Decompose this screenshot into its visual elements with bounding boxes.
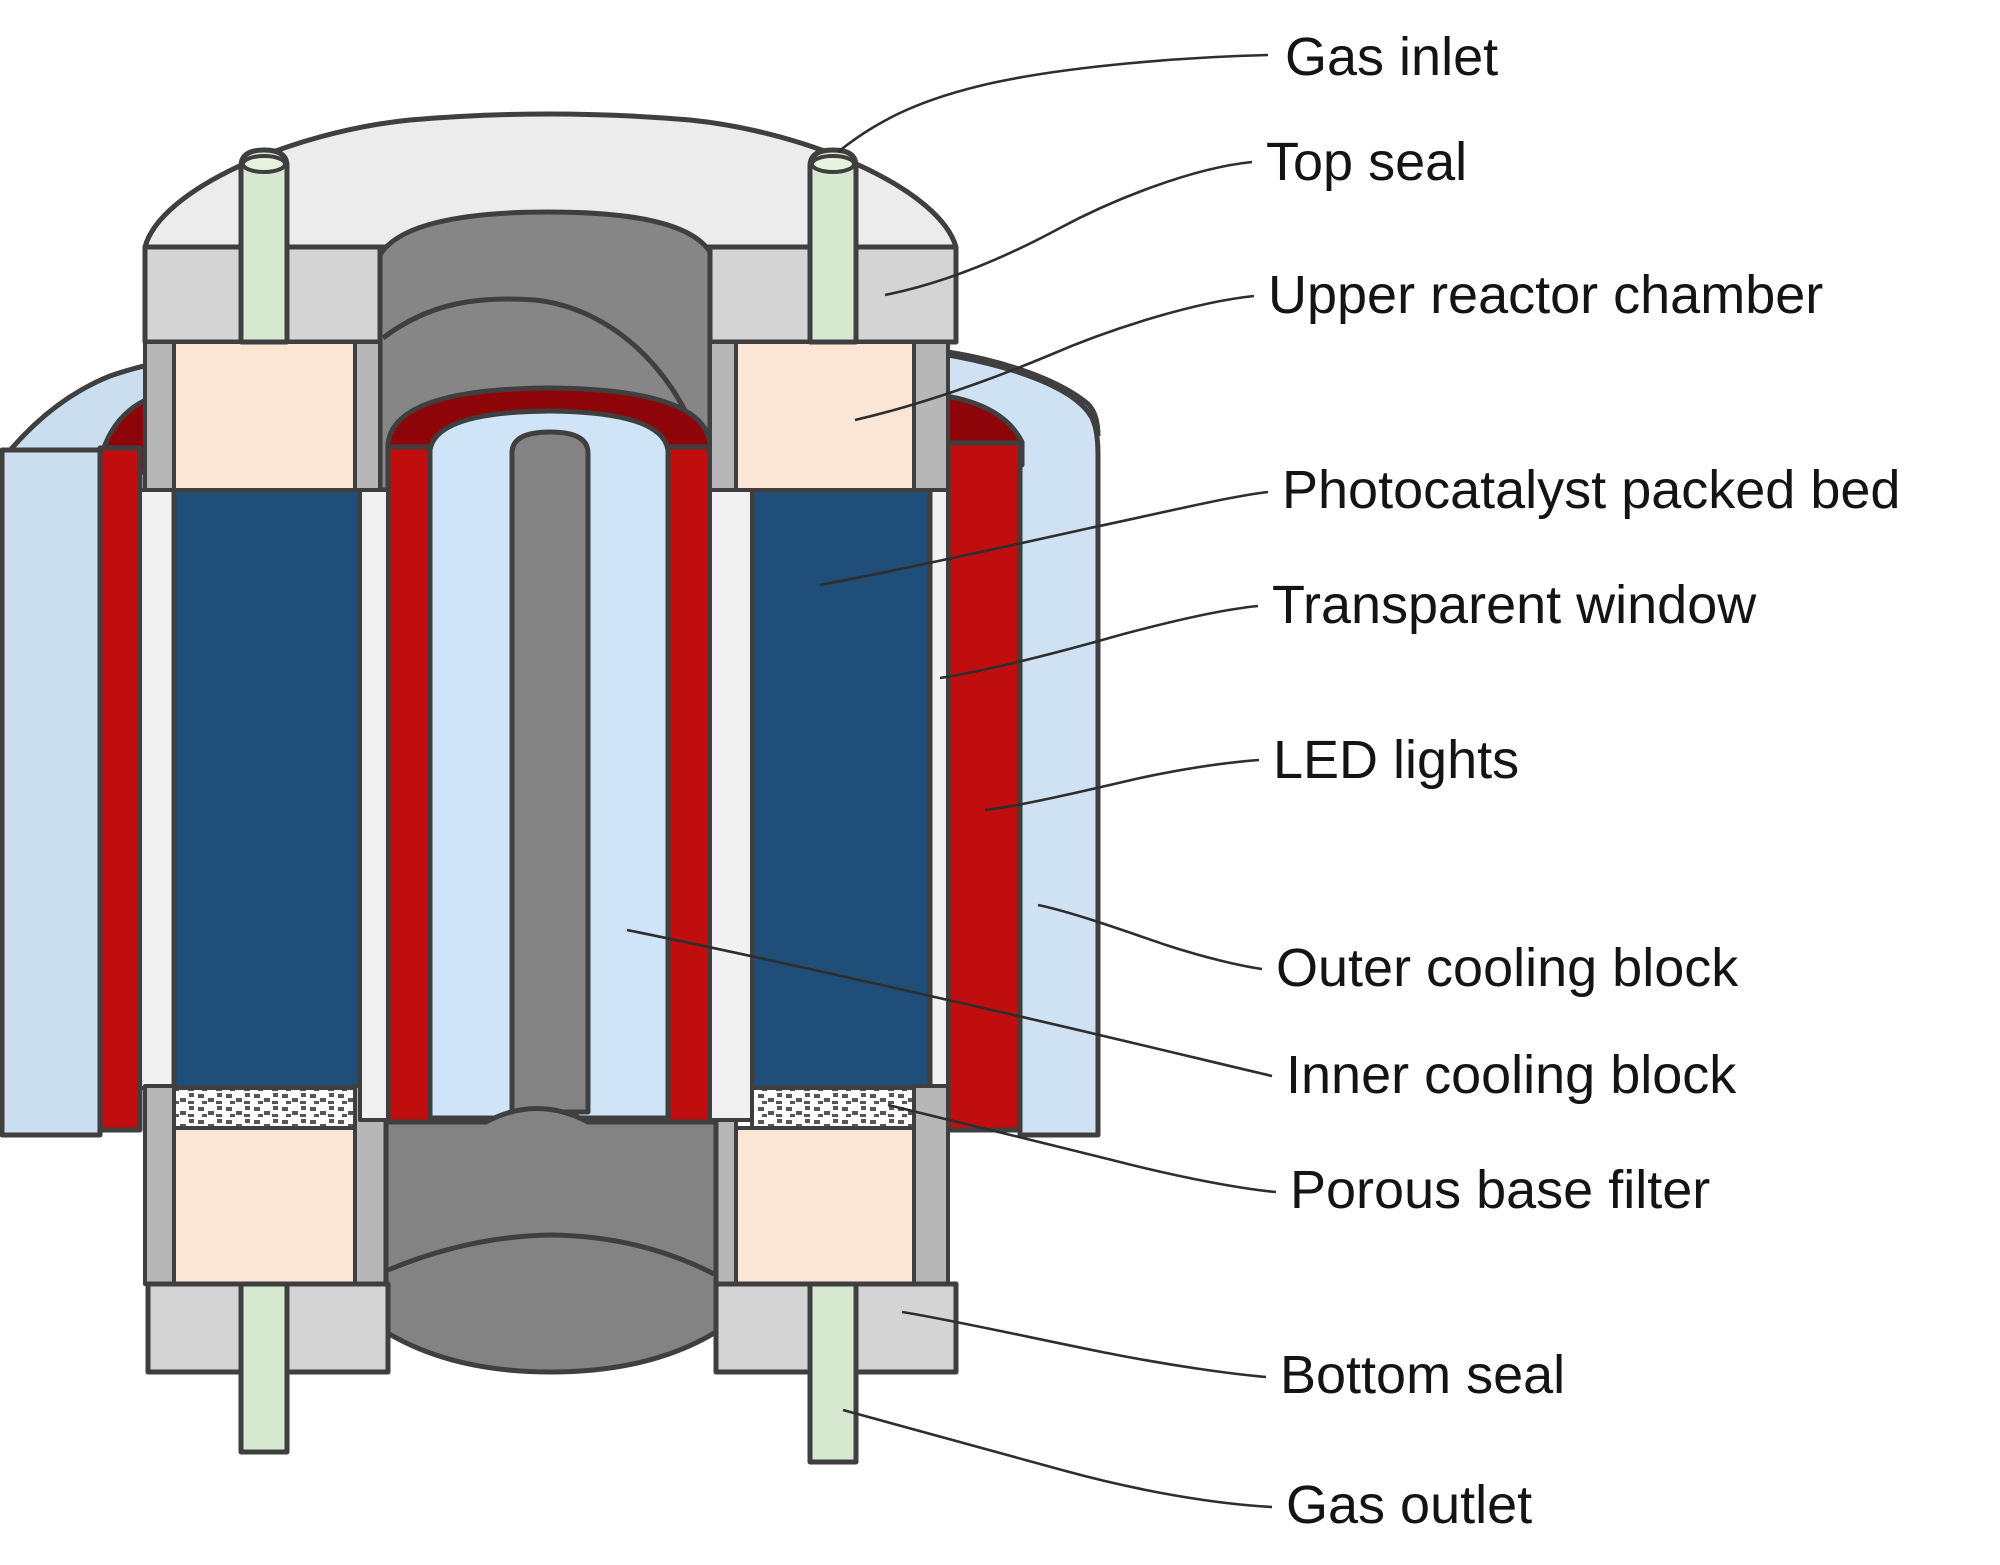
gas-outlet-tube-right	[807, 1281, 859, 1465]
leader-photocatalyst-packed-bed	[819, 490, 1269, 587]
led-lights-center-left-column	[385, 444, 433, 1128]
label-gas-inlet: Gas inlet	[1285, 27, 1498, 87]
photocatalyst-packed-bed-left	[171, 487, 363, 1091]
top-cap	[142, 111, 959, 250]
label-outer-cooling-block: Outer cooling block	[1276, 938, 1739, 998]
inner-cooling-block-base	[383, 1106, 719, 1375]
leader-bottom-seal	[901, 1310, 1267, 1379]
labels: Gas inlet Top seal Upper reactor chamber…	[1266, 27, 1900, 1535]
label-porous-base-filter: Porous base filter	[1290, 1160, 1710, 1220]
lower-reactor-chamber-right	[734, 1126, 916, 1286]
label-photocatalyst-packed-bed: Photocatalyst packed bed	[1282, 460, 1900, 520]
leader-porous-base-filter	[887, 1103, 1277, 1194]
leader-gas-inlet	[837, 53, 1269, 154]
label-upper-reactor-chamber: Upper reactor chamber	[1268, 265, 1823, 325]
led-lights-center-right-column	[665, 444, 713, 1128]
leader-inner-cooling-block	[626, 928, 1273, 1078]
transparent-window-left	[138, 488, 176, 1090]
porous-base-filter-left	[172, 1086, 362, 1130]
gas-inlet-tube-left	[238, 147, 290, 345]
gas-outlet-tube-left	[238, 1281, 290, 1455]
outer-cooling-block-left-face	[0, 447, 103, 1138]
inner-cooling-block-rod	[509, 429, 591, 1115]
leader-lines	[626, 53, 1277, 1509]
upper-chamber-walls	[143, 340, 950, 492]
lower-reactor-chamber-left	[172, 1126, 357, 1286]
upper-reactor-chamber-left	[172, 340, 357, 492]
label-bottom-seal: Bottom seal	[1280, 1345, 1565, 1405]
transparent-window-center-right	[708, 488, 754, 1122]
leader-upper-reactor-chamber	[854, 294, 1255, 422]
led-lights-left-column	[97, 445, 143, 1133]
upper-reactor-chamber-right	[734, 340, 916, 492]
leader-gas-outlet	[842, 1408, 1273, 1509]
label-transparent-window: Transparent window	[1272, 575, 1757, 635]
label-led-lights: LED lights	[1273, 730, 1519, 790]
leader-top-seal	[884, 160, 1253, 297]
leader-transparent-window	[939, 604, 1259, 680]
label-inner-cooling-block: Inner cooling block	[1286, 1045, 1737, 1105]
gas-inlet-tube-right	[807, 147, 859, 345]
label-top-seal: Top seal	[1266, 132, 1467, 192]
leader-led-lights	[984, 758, 1260, 812]
transparent-window-center-left	[358, 488, 390, 1122]
label-gas-outlet: Gas outlet	[1286, 1475, 1532, 1535]
leader-outer-cooling-block	[1037, 903, 1263, 971]
